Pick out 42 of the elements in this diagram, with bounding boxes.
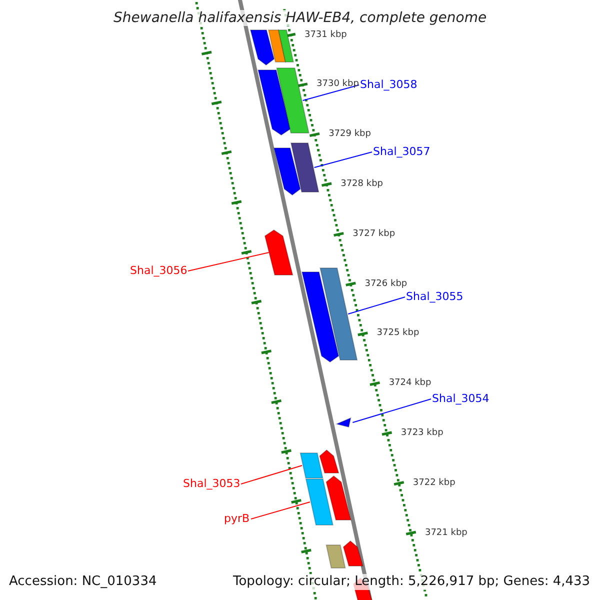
- scale-label: 3725 kbp: [376, 328, 420, 340]
- gene-bar: [278, 30, 294, 62]
- leader-line: [348, 296, 406, 314]
- gene-block: [342, 540, 364, 566]
- accession-text: Accession: NC_010334: [9, 574, 157, 590]
- scale-label: 3731 kbp: [304, 30, 347, 40]
- gene-block: [335, 417, 352, 428]
- leader-line: [314, 152, 372, 168]
- gene-block: [273, 148, 301, 196]
- leader-line: [352, 398, 432, 423]
- leader-line: [188, 252, 270, 272]
- scale-label: 3724 kbp: [388, 378, 432, 389]
- genome-info-text: Topology: circular; Length: 5,226,917 bp; Genes: 4,433: [233, 574, 590, 590]
- scale-label: 3722 kbp: [412, 478, 456, 488]
- gene-bar: [276, 68, 310, 134]
- gene-bar: [290, 142, 320, 192]
- diagram-title: Shewanella halifaxensis HAW-EB4, complete genome: [114, 10, 487, 26]
- gene-bar: [268, 30, 286, 62]
- scale-label: 3728 kbp: [340, 178, 384, 190]
- scale-label: 3723 kbp: [400, 428, 444, 439]
- scale-label: 3727 kbp: [352, 228, 396, 240]
- gene-bar: [300, 452, 324, 478]
- leader-line: [250, 502, 310, 520]
- gene-block: [319, 449, 340, 474]
- gene-bar: [320, 268, 358, 360]
- gene-label: Shal_3058: [360, 78, 418, 91]
- gene-block: [250, 30, 275, 66]
- scale-label: 3726 kbp: [364, 278, 408, 290]
- gene-label: Shal_3055: [406, 290, 464, 303]
- leader-line: [302, 84, 360, 101]
- gene-bar: [326, 544, 346, 568]
- gene-label: Shal_3053: [183, 476, 240, 490]
- scale-label: 3730 kbp: [316, 79, 359, 90]
- gene-label: Shal_3054: [432, 392, 490, 405]
- gene-block: [258, 70, 291, 136]
- scale-label: 3729 kbp: [328, 129, 371, 140]
- gene-label: pyrB: [224, 512, 250, 525]
- gene-label: Shal_3056: [130, 264, 188, 277]
- gene-label: Shal_3057: [373, 144, 430, 158]
- gene-block: [264, 229, 294, 276]
- scale-label: 3721 kbp: [424, 528, 468, 538]
- gene-block: [301, 272, 340, 363]
